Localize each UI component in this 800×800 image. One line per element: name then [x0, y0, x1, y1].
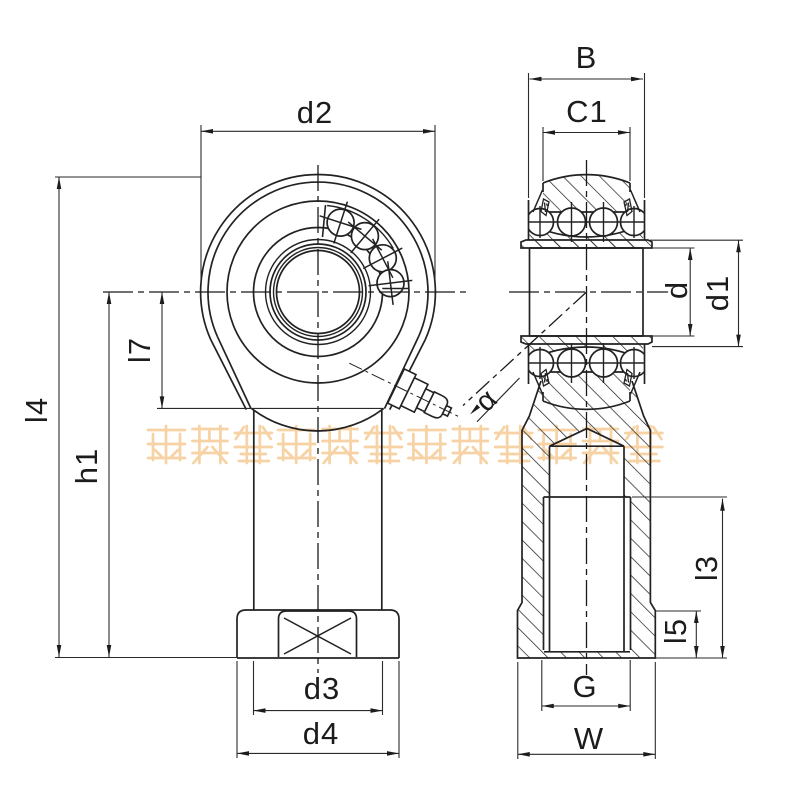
svg-text:d1: d1 — [700, 275, 735, 311]
svg-text:d4: d4 — [303, 716, 339, 751]
svg-text:h1: h1 — [69, 448, 104, 484]
svg-text:l3: l3 — [689, 555, 724, 581]
svg-text:d2: d2 — [297, 95, 333, 130]
svg-text:W: W — [574, 721, 604, 756]
svg-text:l7: l7 — [122, 337, 157, 363]
svg-text:d: d — [659, 281, 694, 299]
svg-text:l5: l5 — [658, 618, 693, 644]
svg-text:l4: l4 — [19, 397, 54, 423]
svg-text:C1: C1 — [566, 94, 608, 129]
svg-text:G: G — [572, 669, 597, 704]
svg-text:d3: d3 — [304, 671, 340, 706]
svg-text:B: B — [576, 40, 598, 75]
